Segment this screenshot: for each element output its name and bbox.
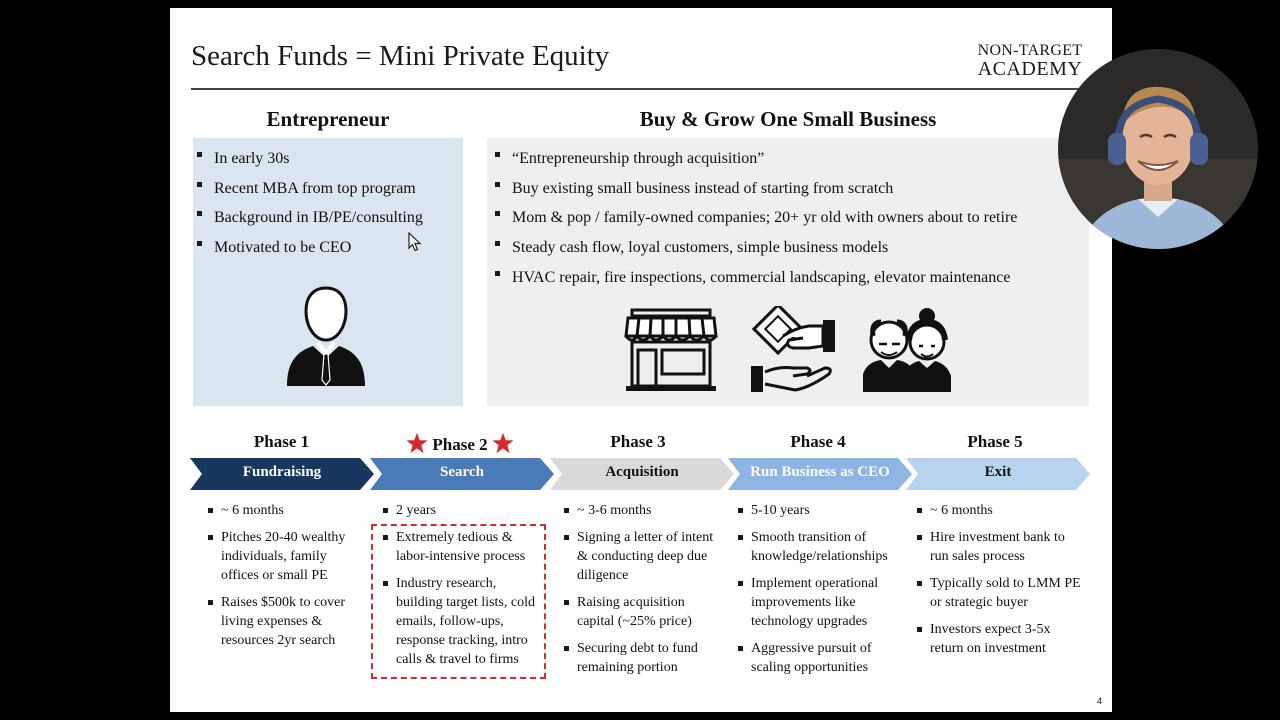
list-item: Signing a letter of intent & conducting … [561, 528, 721, 585]
list-item: Aggressive pursuit of scaling opportunit… [735, 639, 905, 677]
phase-3-bullets: ~ 3-6 months Signing a letter of intent … [561, 501, 721, 685]
list-item: HVAC repair, fire inspections, commercia… [491, 263, 1017, 293]
list-item: ~ 6 months [914, 501, 1082, 520]
business-panel: “Entrepreneurship through acquisition” B… [487, 138, 1089, 406]
list-item: Raises $500k to cover living expenses & … [205, 593, 363, 650]
list-item: 5-10 years [735, 501, 905, 520]
page-number: 4 [1096, 696, 1102, 706]
businessman-icon [287, 286, 365, 386]
phase-4-label: Phase 4 [790, 432, 846, 451]
list-item: Hire investment bank to run sales proces… [914, 528, 1082, 566]
entrepreneur-bullets: In early 30s Recent MBA from top program… [193, 144, 423, 263]
phase-1-label: Phase 1 [253, 432, 310, 451]
list-item: Steady cash flow, loyal customers, simpl… [491, 233, 1017, 263]
academy-logo: NON-TARGET ACADEMY [975, 42, 1085, 80]
chevron-phase-2 [370, 458, 554, 490]
list-item: Pitches 20-40 wealthy individuals, famil… [205, 528, 363, 585]
list-item: Background in IB/PE/consulting [193, 203, 423, 233]
list-item: 2 years [380, 501, 544, 520]
chevron-phase-3 [550, 458, 734, 490]
phase-2-highlight-box [371, 524, 546, 679]
logo-line2: ACADEMY [977, 58, 1083, 80]
list-item: Extremely tedious & labor-intensive proc… [380, 528, 544, 566]
phase-2-bullets: 2 years Extremely tedious & labor-intens… [380, 501, 544, 677]
list-item: Buy existing small business instead of s… [491, 174, 1017, 204]
phase-2-header: Phase 2 [370, 432, 550, 455]
list-item: Implement operational improvements like … [735, 574, 905, 631]
list-item: Smooth transition of knowledge/relations… [735, 528, 905, 566]
stage-search: Search [440, 464, 484, 480]
phase-2-label: Phase 2 [432, 435, 488, 454]
storefront-icon [624, 308, 718, 391]
list-item: Mom & pop / family-owned companies; 20+ … [491, 203, 1017, 233]
phase-5-label: Phase 5 [967, 432, 1023, 451]
stage-exit: Exit [984, 464, 1012, 480]
presenter-webcam [1058, 49, 1258, 249]
stage-run-business: Run Business as CEO [750, 464, 890, 480]
business-heading: Buy & Grow One Small Business [639, 107, 937, 131]
star-icon [492, 432, 514, 454]
list-item: Typically sold to LMM PE or strategic bu… [914, 574, 1082, 612]
list-item: ~ 6 months [205, 501, 363, 520]
logo-line1: NON-TARGET [977, 42, 1083, 59]
list-item: Securing debt to fund remaining portion [561, 639, 721, 677]
star-icon [406, 432, 428, 454]
stage-acquisition: Acquisition [605, 464, 679, 480]
entrepreneur-heading: Entrepreneur [266, 107, 390, 131]
elderly-couple-icon [863, 308, 951, 392]
list-item: Recent MBA from top program [193, 174, 423, 204]
presentation-slide: Search Funds = Mini Private Equity NON-T… [170, 8, 1112, 712]
money-handover-icon [751, 306, 835, 392]
stage-fundraising: Fundraising [242, 464, 322, 480]
list-item: ~ 3-6 months [561, 501, 721, 520]
list-item: In early 30s [193, 144, 423, 174]
phase-4-bullets: 5-10 years Smooth transition of knowledg… [735, 501, 905, 685]
list-item: “Entrepreneurship through acquisition” [491, 144, 1017, 174]
phase-5-bullets: ~ 6 months Hire investment bank to run s… [914, 501, 1082, 666]
phase-timeline [190, 458, 1090, 490]
slide-title: Search Funds = Mini Private Equity [191, 40, 610, 72]
chevron-phase-4 [728, 458, 912, 490]
mouse-cursor-icon [408, 232, 422, 252]
title-divider [191, 88, 1086, 90]
entrepreneur-panel: In early 30s Recent MBA from top program… [193, 138, 463, 406]
phase-1-bullets: ~ 6 months Pitches 20-40 wealthy individ… [205, 501, 363, 658]
list-item: Investors expect 3-5x return on investme… [914, 620, 1082, 658]
phase-3-label: Phase 3 [610, 432, 666, 451]
business-bullets: “Entrepreneurship through acquisition” B… [491, 144, 1017, 293]
chevron-phase-5 [906, 458, 1090, 490]
presenter-avatar [1058, 49, 1258, 249]
chevron-phase-1 [190, 458, 374, 490]
list-item: Motivated to be CEO [193, 233, 423, 263]
list-item: Industry research, building target lists… [380, 574, 544, 669]
list-item: Raising acquisition capital (~25% price) [561, 593, 721, 631]
